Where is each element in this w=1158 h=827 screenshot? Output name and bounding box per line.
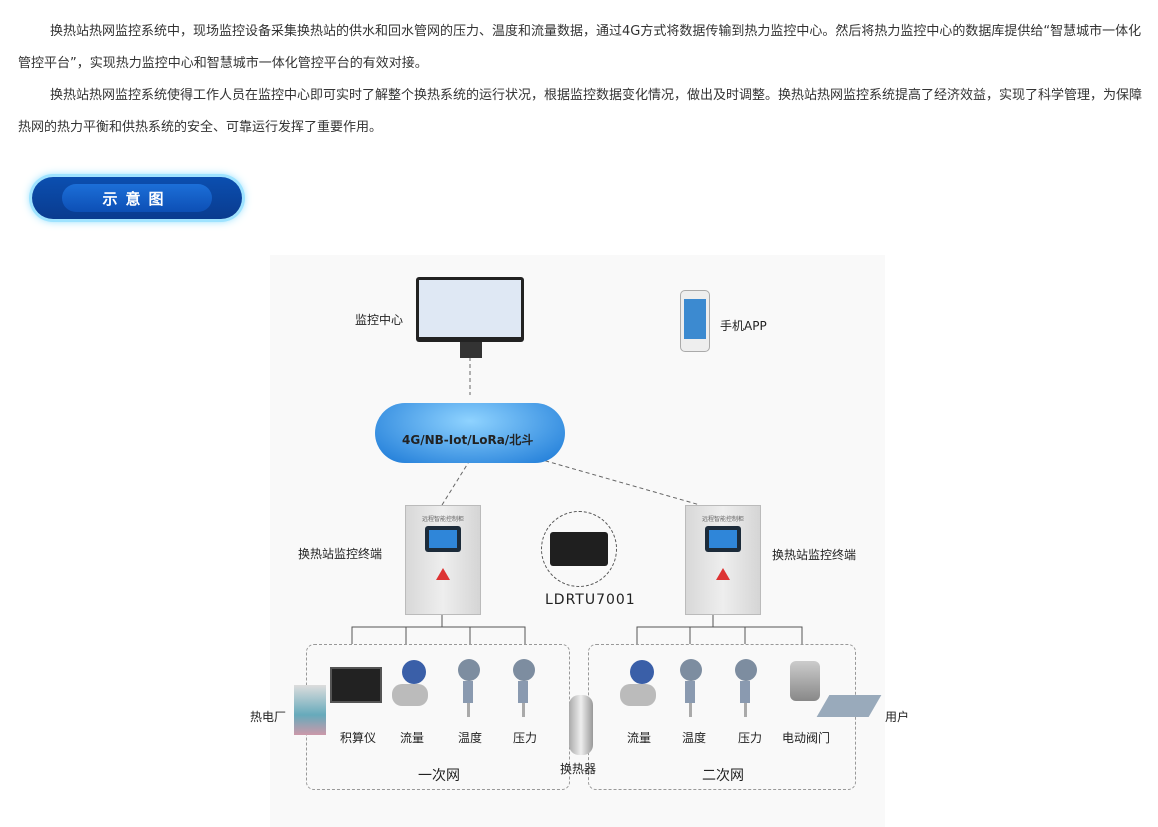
user-label: 用户 xyxy=(885,710,910,724)
intro-paragraph-1: 换热站热网监控系统中，现场监控设备采集换热站的供水和回水管网的压力、温度和流量数… xyxy=(18,24,1142,71)
primary-item-flow: 流量 xyxy=(400,731,425,745)
cabinet-title: 远程智能控制柜 xyxy=(701,516,744,523)
primary-network-label: 一次网 xyxy=(418,768,460,784)
rtu-device-icon xyxy=(541,511,617,587)
warning-icon xyxy=(436,568,450,580)
section-badge-label: 示意图 xyxy=(62,184,212,212)
warning-icon xyxy=(716,568,730,580)
flowmeter-icon xyxy=(392,660,428,710)
terminal-right-label: 换热站监控终端 xyxy=(772,548,857,562)
integrator-icon xyxy=(330,667,382,703)
connection-lines xyxy=(351,350,803,644)
phone-icon xyxy=(680,290,710,352)
temperature-sensor-icon xyxy=(680,659,702,719)
cabinet-left: 远程智能控制柜 xyxy=(405,505,481,615)
section-badge: 示意图 xyxy=(32,177,242,219)
heat-exchanger-icon xyxy=(569,695,593,755)
terminal-left-label: 换热站监控终端 xyxy=(298,547,383,561)
primary-item-pressure: 压力 xyxy=(513,731,538,745)
mobile-app-label: 手机APP xyxy=(720,319,767,333)
pressure-sensor-icon xyxy=(735,659,757,719)
monitor-center-label: 监控中心 xyxy=(355,313,404,327)
device-model-label: LDRTU7001 xyxy=(545,592,636,608)
temperature-sensor-icon xyxy=(458,659,480,719)
cloud-icon xyxy=(375,403,565,463)
secondary-item-pressure: 压力 xyxy=(738,731,763,745)
power-plant-icon xyxy=(294,685,326,735)
secondary-item-flow: 流量 xyxy=(627,731,652,745)
pressure-sensor-icon xyxy=(513,659,535,719)
cabinet-title: 远程智能控制柜 xyxy=(421,516,464,523)
monitor-icon xyxy=(416,277,524,342)
power-plant-label: 热电厂 xyxy=(250,710,287,724)
primary-item-temperature: 温度 xyxy=(458,731,483,745)
secondary-item-temperature: 温度 xyxy=(682,731,707,745)
electric-valve-icon xyxy=(790,661,820,701)
cabinet-right: 远程智能控制柜 xyxy=(685,505,761,615)
secondary-network-label: 二次网 xyxy=(702,768,744,784)
intro-paragraph-2: 换热站热网监控系统使得工作人员在监控中心即可实时了解整个换热系统的运行状况，根据… xyxy=(18,88,1143,135)
network-label: 4G/NB-Iot/LoRa/北斗 xyxy=(402,433,534,447)
primary-item-integrator: 积算仪 xyxy=(340,731,377,745)
system-diagram: 监控中心 手机APP 4G/NB-Iot/LoRa/北斗 远程智能控制柜 远程智… xyxy=(250,255,909,827)
heat-exchanger-label: 换热器 xyxy=(560,762,597,776)
secondary-item-valve: 电动阀门 xyxy=(782,731,831,745)
flowmeter-icon xyxy=(620,660,656,710)
